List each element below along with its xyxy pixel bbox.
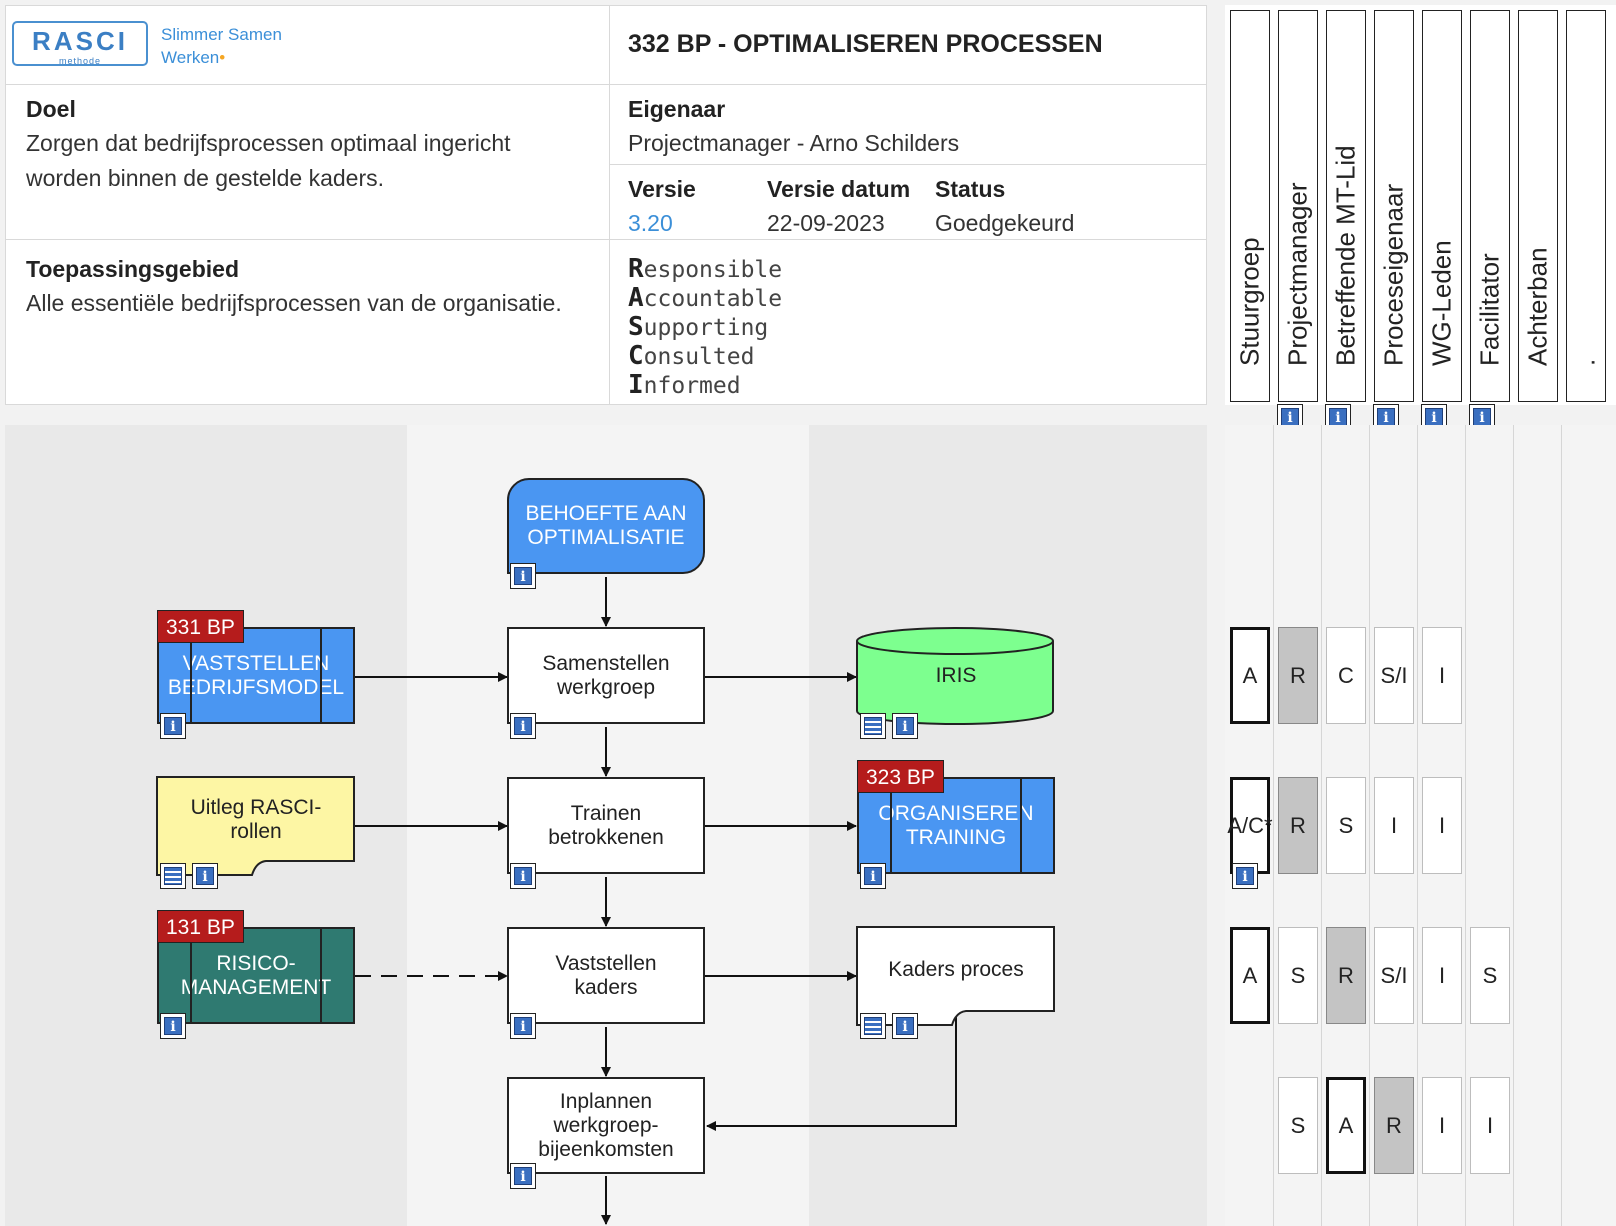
legend-consulted: Consulted <box>628 341 755 371</box>
matrix-cell[interactable]: R <box>1278 627 1318 724</box>
matrix-cell[interactable]: S <box>1326 777 1366 874</box>
matrix-cell[interactable]: I <box>1422 927 1462 1024</box>
document-label: Kaders proces <box>888 957 1024 981</box>
toepassing-text: Alle essentiële bedrijfsprocessen van de… <box>26 290 562 316</box>
matrix-cell[interactable]: S <box>1278 1077 1318 1174</box>
subprocess-risicomanagement[interactable]: RISICO-MANAGEMENT <box>157 927 355 1024</box>
role-wg-leden: WG-Leden <box>1422 10 1462 402</box>
step-inplannen-bijeenkomsten[interactable]: Inplannen werkgroep-bijeenkomsten <box>507 1077 705 1174</box>
legend-accountable: Accountable <box>628 283 783 313</box>
info-icon[interactable] <box>192 863 218 889</box>
role-empty: . <box>1566 10 1606 402</box>
start-event[interactable]: BEHOEFTE AAN OPTIMALISATIE <box>507 478 705 574</box>
rasci-legend: Responsible Accountable Supporting Consu… <box>628 255 782 400</box>
legend-supporting: Supporting <box>628 312 769 342</box>
note-icon[interactable] <box>860 1013 886 1039</box>
matrix-cell[interactable]: A <box>1230 927 1270 1024</box>
info-icon[interactable] <box>510 863 536 889</box>
matrix-cell[interactable]: R <box>1326 927 1366 1024</box>
info-icon[interactable] <box>160 713 186 739</box>
step-trainen-betrokkenen[interactable]: Trainen betrokkenen <box>507 777 705 874</box>
role-betreffende-mt-lid: Betreffende MT-Lid <box>1326 10 1366 402</box>
matrix-cell[interactable]: S/I <box>1374 627 1414 724</box>
status-value: Goedgekeurd <box>935 210 1075 236</box>
rasci-logo <box>12 21 148 66</box>
document-kaders-proces[interactable] <box>856 926 1056 1026</box>
matrix-cell[interactable]: I <box>1422 777 1462 874</box>
matrix-cell[interactable]: S/I <box>1374 927 1414 1024</box>
database-iris[interactable] <box>856 627 1056 727</box>
role-projectmanager: Projectmanager <box>1278 10 1318 402</box>
note-icon[interactable] <box>860 713 886 739</box>
info-icon[interactable] <box>510 563 536 589</box>
logo-word: RASCI <box>32 26 128 56</box>
eigenaar-value: Projectmanager - Arno Schilders <box>628 130 960 156</box>
versie-label: Versie <box>628 176 696 202</box>
versie-datum-label: Versie datum <box>767 176 911 202</box>
matrix-cell[interactable]: R <box>1374 1077 1414 1174</box>
process-header <box>5 5 1207 405</box>
versie-value[interactable]: 3.20 <box>628 210 673 236</box>
info-icon[interactable] <box>892 1013 918 1039</box>
step-vaststellen-kaders[interactable]: Vaststellen kaders <box>507 927 705 1024</box>
matrix-cell[interactable]: I <box>1422 627 1462 724</box>
subprocess-tag: 323 BP <box>857 760 944 793</box>
info-icon[interactable] <box>510 1013 536 1039</box>
page-title: 332 BP - OPTIMALISEREN PROCESSEN <box>628 30 1103 58</box>
matrix-cell[interactable]: I <box>1422 1077 1462 1174</box>
document-uitleg-rasci[interactable] <box>156 776 356 876</box>
status-label: Status <box>935 176 1006 202</box>
role-achterban: Achterban <box>1518 10 1558 402</box>
info-icon[interactable] <box>510 1163 536 1189</box>
logo-subtitle: methode <box>58 56 102 66</box>
subprocess-tag: 131 BP <box>157 910 244 943</box>
logo-tagline-1: Slimmer Samen <box>161 25 282 44</box>
matrix-cell[interactable]: A <box>1230 627 1270 724</box>
doel-label: Doel <box>26 96 76 122</box>
matrix-cell[interactable]: R <box>1278 777 1318 874</box>
toepassing-label: Toepassingsgebied <box>26 256 240 282</box>
info-icon[interactable] <box>510 713 536 739</box>
eigenaar-label: Eigenaar <box>628 96 726 122</box>
note-icon[interactable] <box>160 863 186 889</box>
step-samenstellen-werkgroep[interactable]: Samenstellen werkgroep <box>507 627 705 724</box>
info-icon[interactable] <box>160 1013 186 1039</box>
doel-text-1: Zorgen dat bedrijfsprocessen optimaal in… <box>26 130 511 156</box>
subprocess-tag: 331 BP <box>157 610 244 643</box>
info-icon[interactable] <box>860 863 886 889</box>
matrix-cell[interactable]: I <box>1374 777 1414 874</box>
subprocess-organiseren-training[interactable]: ORGANISEREN TRAINING <box>857 777 1055 874</box>
versie-datum-value: 22-09-2023 <box>767 210 885 236</box>
document-label: Uitleg RASCI-rollen <box>190 795 322 843</box>
matrix-cell[interactable]: S <box>1470 927 1510 1024</box>
matrix-cell[interactable]: A <box>1326 1077 1366 1174</box>
matrix-cell[interactable]: I <box>1470 1077 1510 1174</box>
info-icon[interactable] <box>892 713 918 739</box>
subprocess-vaststellen-bedrijfsmodel[interactable]: VASTSTELLEN BEDRIJFSMODEL <box>157 627 355 724</box>
logo-tagline-2: Werken• <box>161 48 226 67</box>
legend-informed: Informed <box>628 370 741 400</box>
info-icon[interactable] <box>1232 863 1258 889</box>
matrix-cell[interactable]: S <box>1278 927 1318 1024</box>
matrix-cell[interactable]: A/C* <box>1227 777 1273 874</box>
doel-text-2: worden binnen de gestelde kaders. <box>26 165 385 191</box>
role-proceseigenaar: Proceseigenaar <box>1374 10 1414 402</box>
role-facilitator: Facilitator <box>1470 10 1510 402</box>
matrix-cell[interactable]: C <box>1326 627 1366 724</box>
database-label: IRIS <box>935 664 977 687</box>
legend-responsible: Responsible <box>628 254 783 284</box>
role-stuurgroep: Stuurgroep <box>1230 10 1270 402</box>
